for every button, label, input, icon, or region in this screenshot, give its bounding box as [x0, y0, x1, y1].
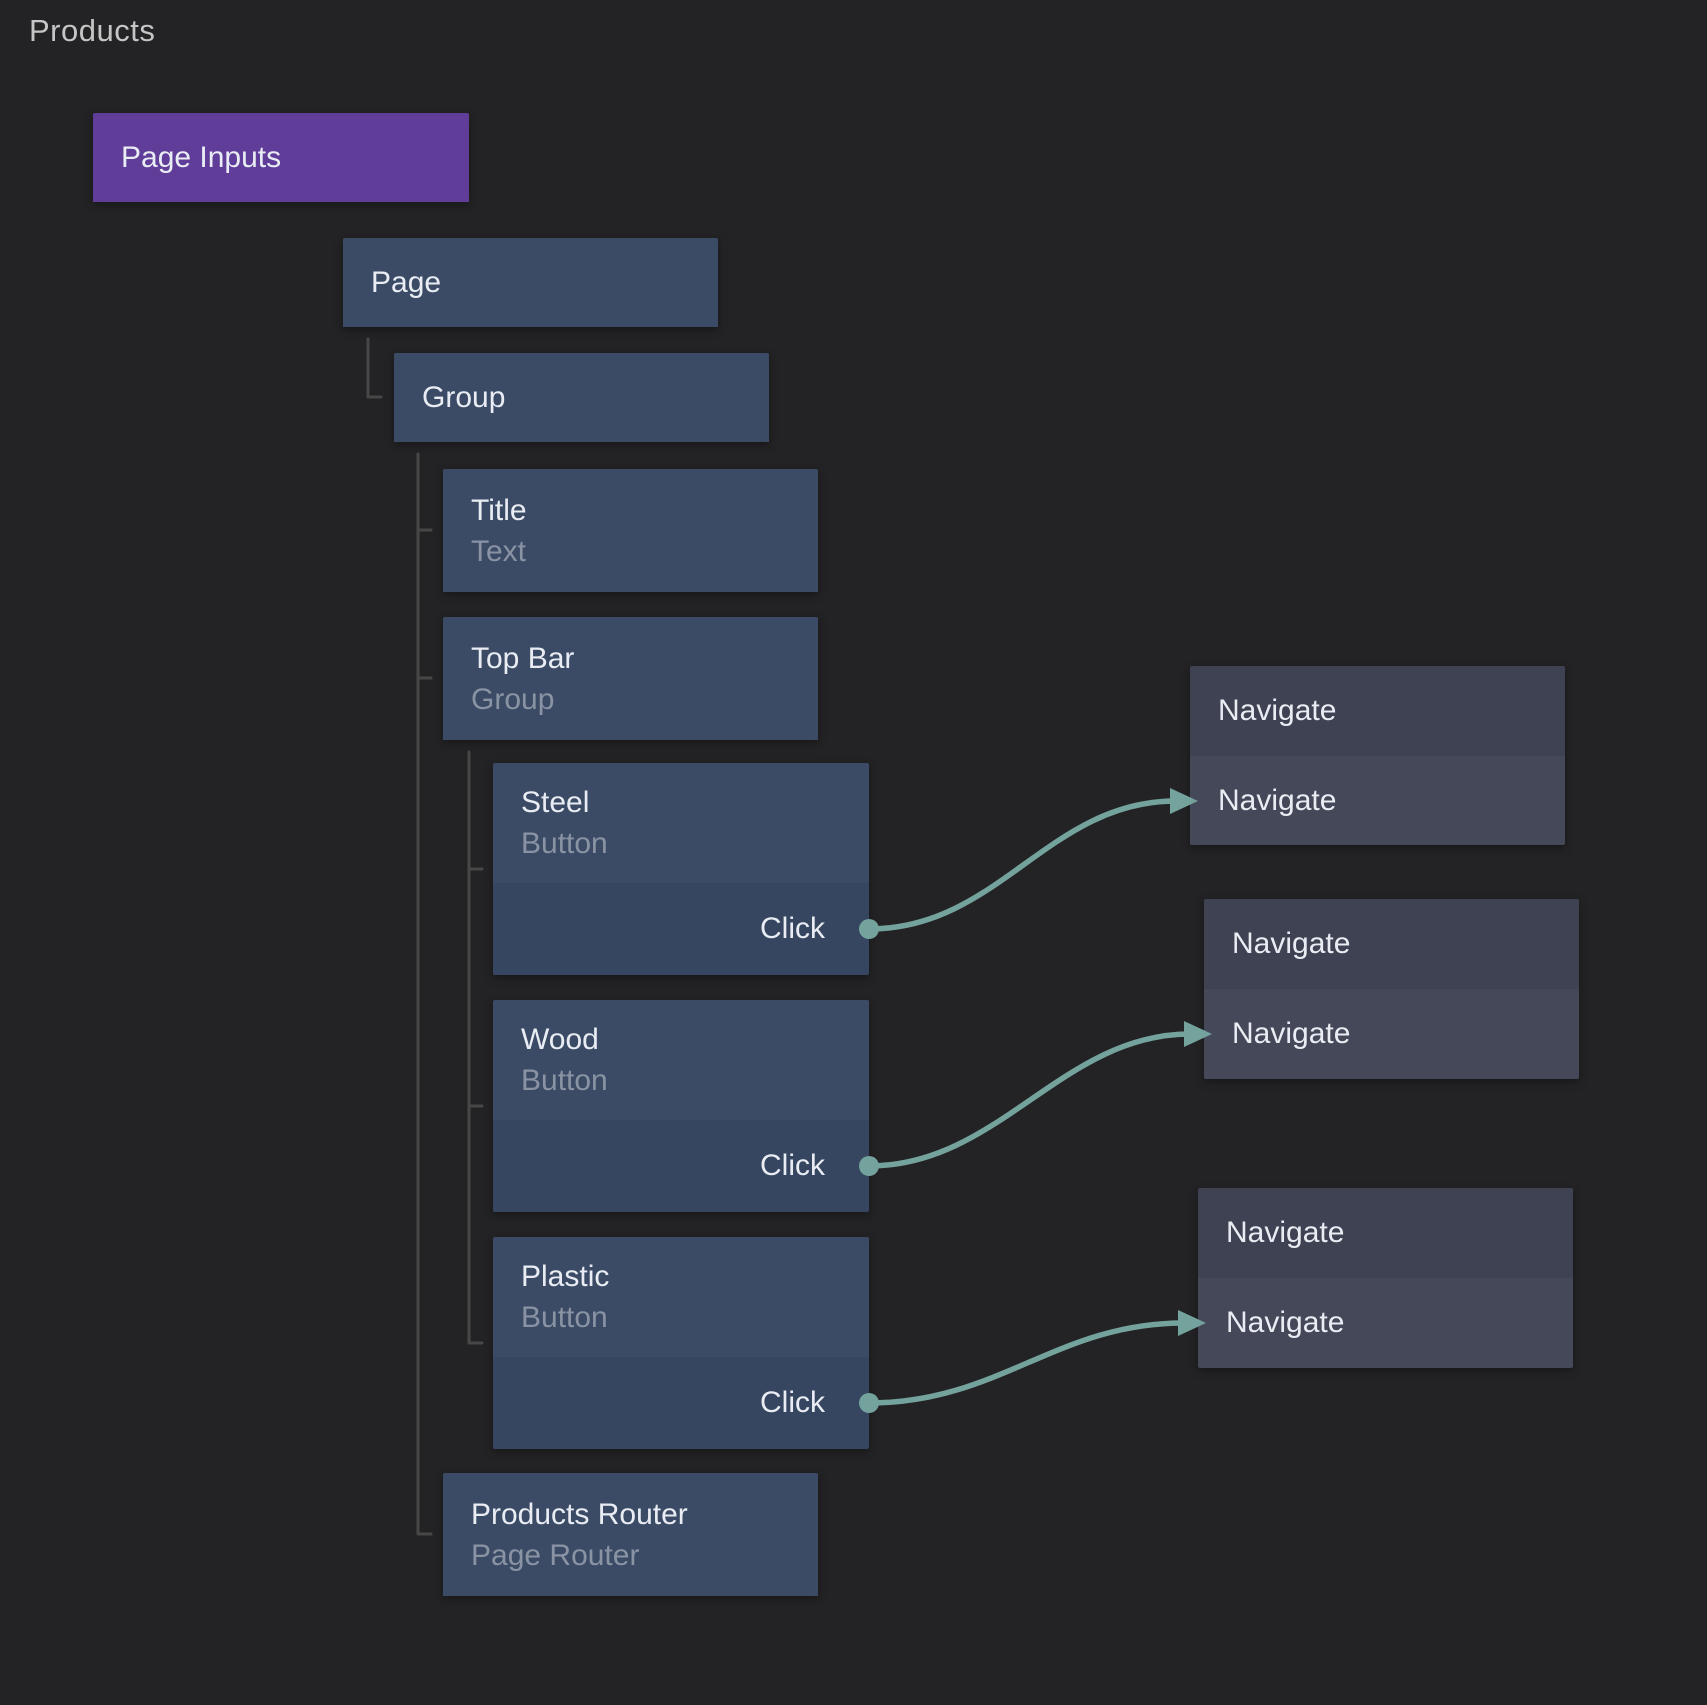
node-page-inputs[interactable]: Page Inputs	[93, 113, 469, 202]
tree-connector-line	[416, 452, 433, 1536]
node-title: Group	[422, 380, 506, 414]
node-header: Page Inputs	[93, 113, 469, 202]
node-header: Navigate	[1198, 1188, 1573, 1278]
port-label: Click	[760, 1386, 825, 1419]
node-title: Navigate	[1232, 927, 1351, 960]
input-port-navigate[interactable]: Navigate	[1204, 989, 1579, 1079]
node-title: Plastic	[521, 1260, 610, 1293]
node-title: Title	[471, 493, 527, 527]
port-label: Navigate	[1232, 1017, 1351, 1050]
port-label: Click	[760, 1149, 825, 1182]
node-type-label: Button	[521, 1301, 608, 1334]
node-type-label: Button	[521, 827, 608, 860]
node-title: Wood	[521, 1023, 599, 1056]
connection-wire-wood-to-navigate-2[interactable]	[868, 1031, 1191, 1169]
node-title: Navigate	[1226, 1216, 1345, 1249]
node-header: Navigate	[1204, 899, 1579, 989]
output-port-click[interactable]: Click	[493, 883, 869, 975]
node-type-label: Button	[521, 1064, 608, 1097]
node-header: Page	[343, 238, 718, 327]
node-header: Navigate	[1190, 666, 1565, 756]
node-type-label: Page Router	[471, 1538, 640, 1572]
connection-wire-plastic-to-navigate-3[interactable]	[868, 1320, 1185, 1406]
node-title: Steel	[521, 786, 590, 819]
node-page[interactable]: Page	[343, 238, 718, 327]
node-title: Products Router	[471, 1497, 688, 1531]
port-label: Navigate	[1218, 783, 1337, 817]
node-title: Top Bar	[471, 641, 575, 675]
output-port-click[interactable]: Click	[493, 1120, 869, 1212]
node-title: Page Inputs	[121, 140, 282, 174]
node-header: Group	[394, 353, 769, 442]
input-port-navigate[interactable]: Navigate	[1190, 756, 1565, 845]
node-type-label: Group	[471, 682, 555, 716]
output-port-click[interactable]: Click	[493, 1357, 869, 1449]
port-label: Navigate	[1226, 1306, 1345, 1339]
page-title: Products	[29, 13, 156, 48]
node-title: Page	[371, 265, 442, 299]
node-type-label: Text	[471, 534, 527, 568]
input-port-navigate[interactable]: Navigate	[1198, 1278, 1573, 1368]
port-label: Click	[760, 912, 825, 945]
connection-wire-steel-to-navigate-1[interactable]	[868, 798, 1177, 932]
node-group[interactable]: Group	[394, 353, 769, 442]
node-title: Navigate	[1218, 694, 1337, 727]
tree-connector-line	[366, 337, 383, 399]
tree-connector-line	[467, 750, 484, 1345]
